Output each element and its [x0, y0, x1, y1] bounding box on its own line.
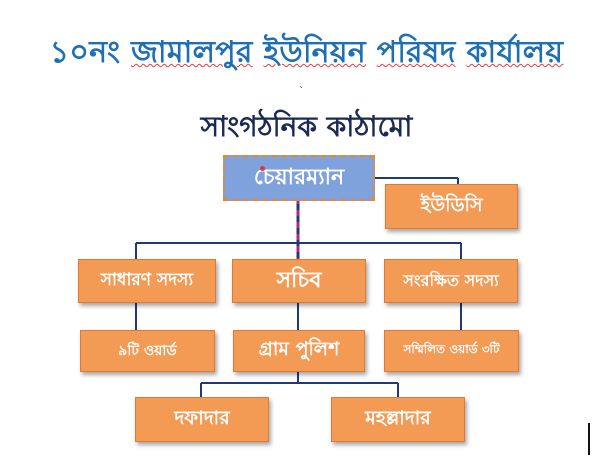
node-mahalladar: মহল্লাদার: [331, 397, 465, 442]
node-udc-label: ইউডিসি: [420, 193, 483, 216]
node-combined-ward-label: সম্মিলিত ওয়ার্ড ৩টি: [403, 342, 500, 356]
node-general-member-label: সাধারণ সদস্য: [100, 270, 194, 290]
node-dafadar: দফাদার: [135, 397, 269, 442]
node-ward9-label: ৯টি ওয়ার্ড: [118, 343, 177, 359]
office-title: ১০নং জামালপুর ইউনিয়ন পরিষদ কার্যালয়: [0, 28, 613, 79]
node-secretary: সচিব: [232, 259, 366, 303]
node-ward9: ৯টি ওয়ার্ড: [80, 330, 215, 372]
node-village-police-label: গ্রাম পুলিশ: [258, 338, 340, 360]
chart-title: সাংগঠনিক কাঠামো: [200, 110, 413, 143]
node-combined-ward: সম্মিলিত ওয়ার্ড ৩টি: [384, 330, 519, 372]
node-chairman-label: চেয়ারম্যান: [253, 164, 345, 190]
node-reserved-member-label: সংরক্ষিত সদস্য: [403, 270, 499, 290]
node-village-police: গ্রাম পুলিশ: [233, 330, 365, 372]
node-chairman: চেয়ারম্যান: [223, 155, 375, 201]
title-word-union: ইউনিয়ন: [263, 35, 366, 70]
title-word-jamalpur: জামালপুর: [131, 35, 253, 70]
node-mahalladar-label: মহল্লাদার: [365, 406, 431, 429]
node-secretary-label: সচিব: [276, 267, 322, 293]
stray-mark: `: [299, 86, 304, 97]
node-dafadar-label: দফাদার: [174, 406, 230, 429]
node-reserved-member: সংরক্ষিত সদস্য: [384, 259, 518, 303]
text-cursor: [588, 423, 590, 455]
title-word-parishad: পরিষদ: [376, 35, 456, 70]
node-general-member: সাধারণ সদস্য: [78, 259, 216, 303]
selection-marker: [260, 166, 265, 171]
title-number: ১০নং: [49, 35, 121, 70]
title-word-office: কার্যালয়: [466, 35, 564, 70]
node-udc: ইউডিসি: [385, 184, 518, 229]
